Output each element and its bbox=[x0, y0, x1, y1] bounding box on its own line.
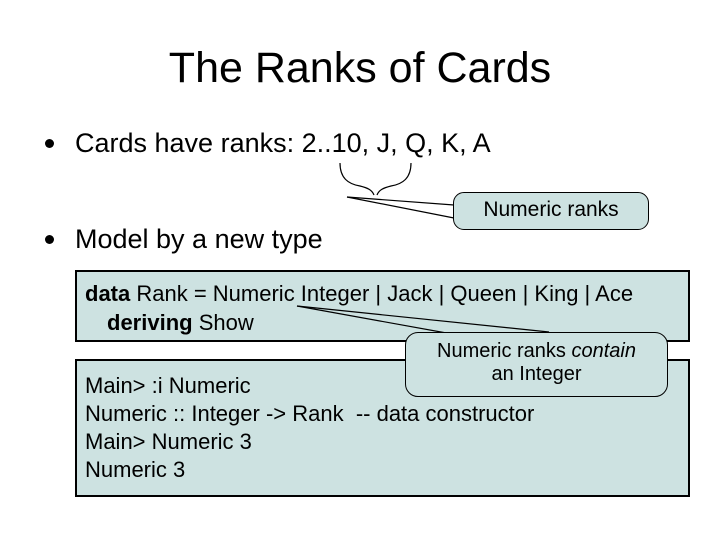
bullet-text-model: Model by a new type bbox=[75, 224, 323, 254]
curly-brace-icon bbox=[376, 162, 412, 196]
callout-tail-line bbox=[346, 196, 455, 206]
code-line-data-rank: data Rank = Numeric Integer | Jack | Que… bbox=[85, 279, 682, 308]
data-declaration-box: data Rank = Numeric Integer | Jack | Que… bbox=[75, 270, 690, 342]
ghci-line: Main> Numeric 3 bbox=[85, 429, 252, 454]
callout-text: Numeric ranks bbox=[483, 198, 619, 221]
bullet-item-model: Model by a new type bbox=[45, 223, 323, 256]
callout-numeric-ranks: Numeric ranks bbox=[453, 192, 649, 230]
ghci-line: Main> :i Numeric bbox=[85, 373, 251, 398]
bullet-item-ranks: Cards have ranks: 2..10, J, Q, K, A bbox=[45, 127, 491, 160]
bullet-text-ranks: Cards have ranks: 2..10, J, Q, K, A bbox=[75, 128, 491, 158]
bullet-icon bbox=[45, 235, 54, 244]
callout-numeric-ranks-contain: Numeric ranks contain an Integer bbox=[405, 332, 668, 397]
bullet-icon bbox=[45, 139, 54, 148]
callout-line-1: Numeric ranks contain bbox=[406, 340, 667, 363]
callout-tail-line bbox=[346, 196, 455, 219]
code-text: Rank = Numeric Integer | Jack | Queen | … bbox=[130, 281, 634, 306]
curly-brace-icon bbox=[339, 162, 375, 196]
callout-text: Numeric ranks bbox=[437, 340, 572, 362]
ghci-line: Numeric 3 bbox=[85, 457, 186, 482]
code-text: Show bbox=[192, 310, 254, 335]
ghci-line: Numeric :: Integer -> Rank -- data const… bbox=[85, 401, 535, 426]
slide-title: The Ranks of Cards bbox=[168, 44, 552, 92]
callout-text-italic: contain bbox=[571, 340, 636, 362]
keyword-deriving: deriving bbox=[107, 310, 193, 335]
code-line-deriving: deriving Show bbox=[85, 308, 682, 337]
callout-line-2: an Integer bbox=[491, 363, 582, 385]
keyword-data: data bbox=[85, 281, 131, 306]
